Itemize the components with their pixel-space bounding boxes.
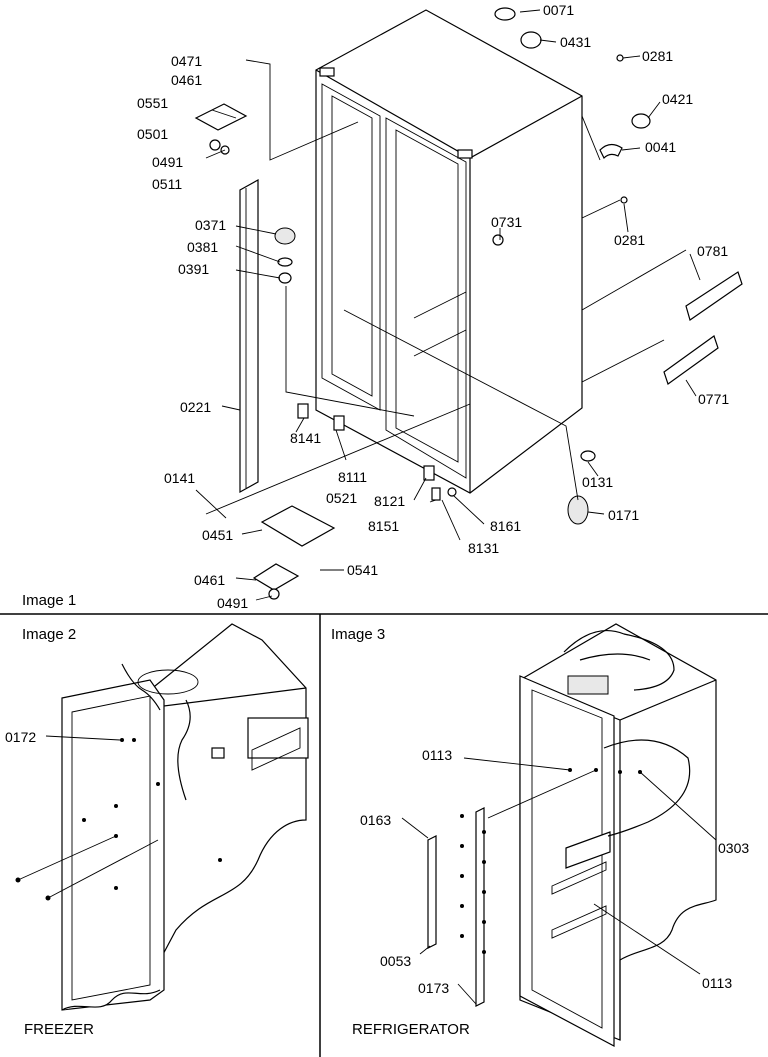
part-label: 0771	[698, 391, 729, 407]
refrigerator-subtitle: REFRIGERATOR	[352, 1021, 470, 1038]
image3-caption: Image 3	[331, 626, 385, 643]
part-label: 8141	[290, 430, 321, 446]
part-label: 0431	[560, 34, 591, 50]
image2-caption: Image 2	[22, 626, 76, 643]
part-label: 0541	[347, 562, 378, 578]
image2-freezer-view	[15, 623, 309, 1011]
part-label: 0421	[662, 91, 693, 107]
part-label: 0471	[171, 53, 202, 69]
part-label: 0731	[491, 214, 522, 230]
part-label: 0451	[202, 527, 233, 543]
part-label: 0391	[178, 261, 209, 277]
image3-labels: 0113 0163 0303 0053 0173 0113	[360, 747, 749, 996]
part-label: 0141	[164, 470, 195, 486]
part-label: 0781	[697, 243, 728, 259]
part-label: 0053	[380, 953, 411, 969]
image1-labels: 0071 0431 0281 0421 0041 0281 0781 0771 …	[137, 2, 729, 611]
part-label: 0113	[702, 975, 732, 991]
part-label: 0501	[137, 126, 168, 142]
part-label: 0521	[326, 490, 357, 506]
part-label: 8111	[338, 469, 367, 485]
part-label: 0491	[152, 154, 183, 170]
part-label: 0171	[608, 507, 639, 523]
part-label: 0381	[187, 239, 218, 255]
part-label: 0511	[152, 176, 182, 192]
part-label: 0371	[195, 217, 226, 233]
part-label: 0113	[422, 747, 452, 763]
part-label: 0491	[217, 595, 248, 611]
part-label: 0281	[642, 48, 673, 64]
image1-caption: Image 1	[22, 592, 76, 609]
image2-labels: 0172	[5, 729, 36, 745]
part-label: 0281	[614, 232, 645, 248]
part-label: 0461	[194, 572, 225, 588]
part-label: 8121	[374, 493, 405, 509]
part-label: 0041	[645, 139, 676, 155]
part-label: 0551	[137, 95, 168, 111]
part-label: 0461	[171, 72, 202, 88]
part-label: 8151	[368, 518, 399, 534]
part-label: 0173	[418, 980, 449, 996]
part-label: 0071	[543, 2, 574, 18]
part-label: 0172	[5, 729, 36, 745]
part-label: 0163	[360, 812, 391, 828]
part-label: 0221	[180, 399, 211, 415]
part-label: 0303	[718, 840, 749, 856]
part-label: 8161	[490, 518, 521, 534]
image3-refrigerator-view	[401, 623, 717, 1047]
freezer-subtitle: FREEZER	[24, 1021, 94, 1038]
part-label: 0131	[582, 474, 613, 490]
part-label: 8131	[468, 540, 499, 556]
image1-cabinet-view	[194, 7, 743, 601]
